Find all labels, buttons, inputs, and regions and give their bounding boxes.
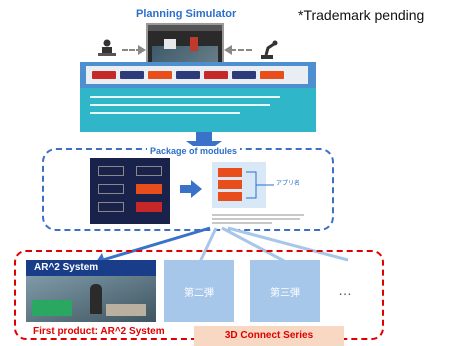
right-arrow-icon (180, 180, 202, 198)
module-block (218, 180, 242, 189)
module-chip (148, 71, 172, 79)
simulator-module-panel (80, 62, 316, 132)
third-product-label: 第三弾 (270, 287, 300, 299)
package-title: Package of modules (147, 146, 241, 156)
app-name-label: アプリ名 (276, 181, 301, 187)
series-label: 3D Connect Series (224, 330, 314, 341)
ar-system-photo (26, 276, 156, 322)
module-chip (232, 71, 256, 79)
planning-simulator-title: Planning Simulator (136, 8, 237, 20)
simulator-description-area (80, 88, 316, 132)
module-block (98, 166, 124, 176)
module-block (136, 166, 162, 176)
trademark-note: *Trademark pending (298, 7, 425, 23)
module-chip (176, 71, 200, 79)
dotted-arrow-left (122, 49, 142, 51)
arrowhead-right-icon (224, 45, 232, 55)
module-chip (204, 71, 228, 79)
dotted-arrow-right (230, 49, 252, 51)
series-label-background (194, 326, 344, 346)
description-line (212, 214, 304, 216)
robot-arm-icon (261, 40, 278, 59)
bracket-connector-icon (246, 171, 274, 199)
third-product-card: 第三弾 (250, 260, 320, 322)
ar-system-banner: AR^2 System (26, 260, 156, 276)
module-chip (120, 71, 144, 79)
assembled-app-panel: アプリ名 (208, 160, 312, 224)
description-line (212, 218, 300, 220)
module-chip (92, 71, 116, 79)
module-palette (90, 158, 170, 224)
module-block (136, 202, 162, 212)
ar-system-card: AR^2 System (26, 260, 156, 322)
module-chip (260, 71, 284, 79)
arrowhead-left-icon (138, 45, 146, 55)
module-block (136, 184, 162, 194)
person-at-desk-icon (98, 39, 116, 56)
module-block (218, 192, 242, 201)
second-product-label: 第二弾 (184, 287, 214, 299)
module-block (98, 202, 124, 212)
more-products-ellipsis: … (338, 282, 352, 298)
module-chip-row (86, 66, 308, 84)
module-block (218, 168, 242, 177)
first-product-label: First product: AR^2 System (33, 326, 165, 337)
module-block (98, 184, 124, 194)
second-product-card: 第二弾 (164, 260, 234, 322)
description-line (212, 222, 272, 224)
